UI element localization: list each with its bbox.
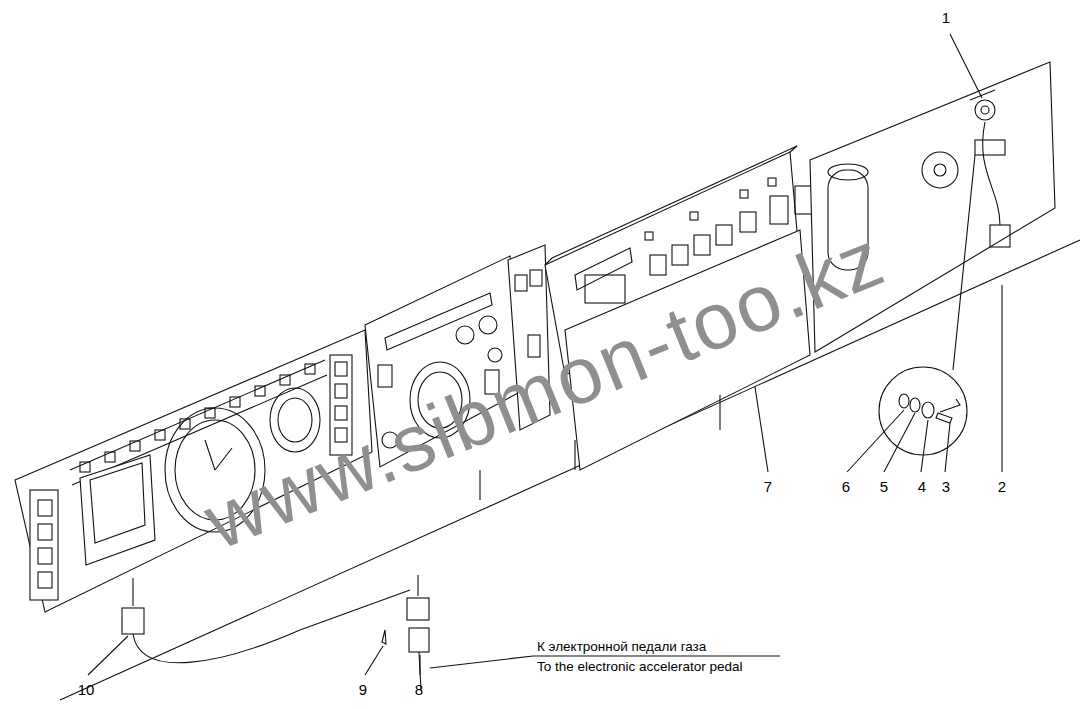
callout-number: 4 xyxy=(918,479,926,496)
callout-number: 9 xyxy=(359,682,367,699)
note-text: К электронной педали газа xyxy=(537,640,706,655)
callout-number: 5 xyxy=(880,479,888,496)
leader-lines xyxy=(88,34,1002,675)
callout-number: 10 xyxy=(78,682,95,699)
callout-number: 1 xyxy=(942,10,950,27)
callout-number: 7 xyxy=(764,479,772,496)
callout-number: 3 xyxy=(942,479,950,496)
detail-view xyxy=(879,367,967,455)
display xyxy=(80,455,155,565)
callout-number: 6 xyxy=(842,479,850,496)
callout-number: 8 xyxy=(415,682,423,699)
note-text: To the electronic accelerator pedal xyxy=(537,660,743,675)
callout-number: 2 xyxy=(998,479,1006,496)
